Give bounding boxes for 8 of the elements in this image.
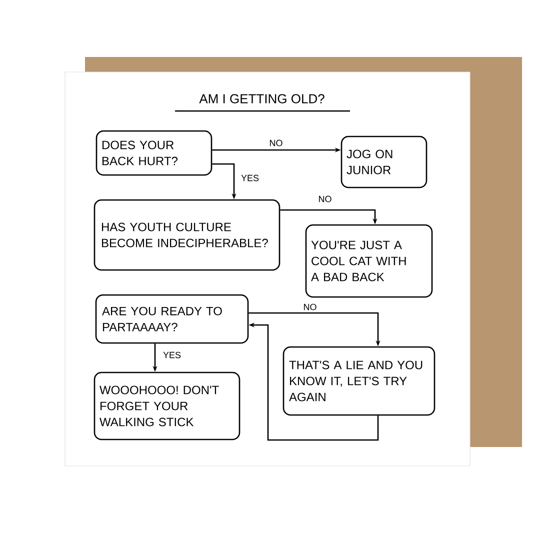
decision-box: WOOOHOOO! DON'T FORGET YOUR WALKING STICK — [94, 372, 240, 440]
decision-box: DOES YOUR BACK HURT? — [96, 130, 212, 176]
decision-box: YOU'RE JUST A COOL CAT WITH A BAD BACK — [305, 224, 433, 298]
decision-box: HAS YOUTH CULTURE BECOME INDECIPHERABLE? — [94, 199, 280, 271]
title: AM I GETTING OLD? — [199, 94, 324, 104]
decision-box: THAT'S A LIE AND YOU KNOW IT, LET'S TRY AGAIN — [282, 346, 436, 416]
decision-box: JOG ON JUNIOR — [340, 136, 428, 188]
decision-box: ARE YOU READY TO PARTAAAAY? — [95, 294, 249, 344]
